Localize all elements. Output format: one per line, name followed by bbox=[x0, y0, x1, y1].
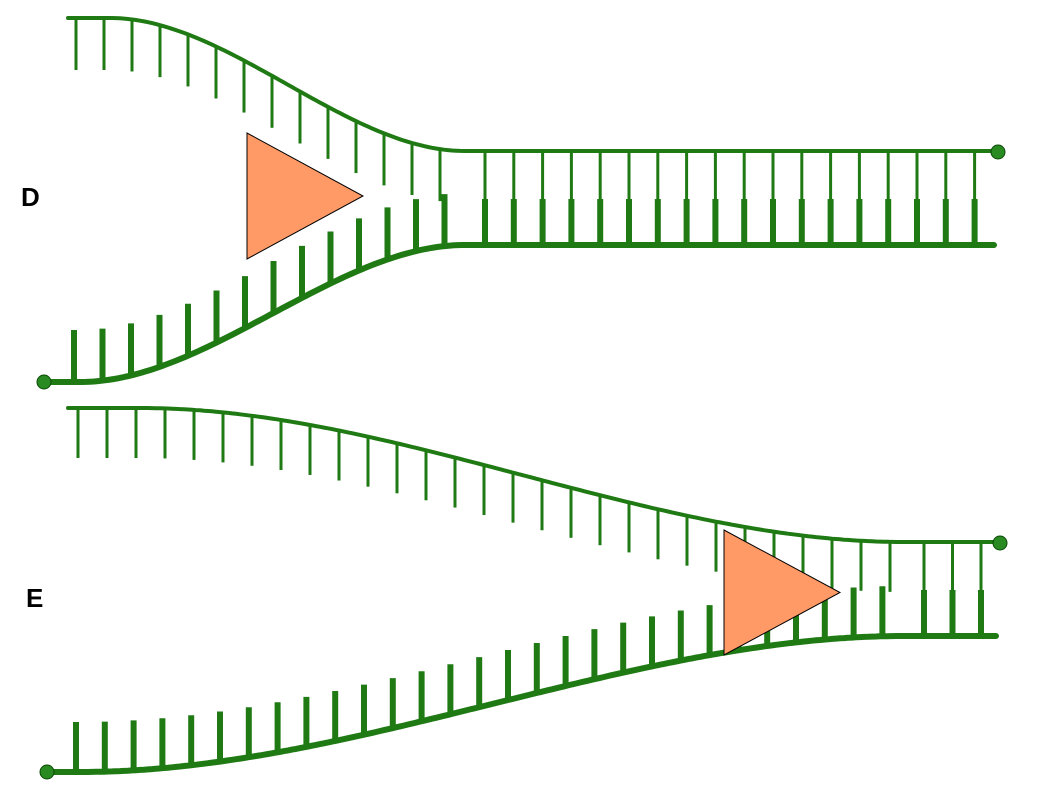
strand-end-dot-icon bbox=[992, 535, 1008, 551]
top-strand bbox=[66, 16, 998, 153]
bottom-strand bbox=[43, 242, 997, 385]
panel-label-e: E bbox=[26, 583, 44, 613]
enzyme-triangle-icon bbox=[246, 132, 365, 260]
panel-e bbox=[39, 406, 1008, 780]
enzyme-triangle-icon bbox=[723, 529, 842, 656]
top-strand bbox=[66, 406, 998, 544]
panel-d bbox=[36, 16, 1006, 390]
panel-label-d: D bbox=[21, 182, 40, 212]
bottom-strand bbox=[45, 633, 999, 775]
strand-end-dot-icon bbox=[990, 144, 1006, 160]
strand-end-dot-icon bbox=[36, 374, 52, 390]
strand-end-dot-icon bbox=[39, 764, 55, 780]
